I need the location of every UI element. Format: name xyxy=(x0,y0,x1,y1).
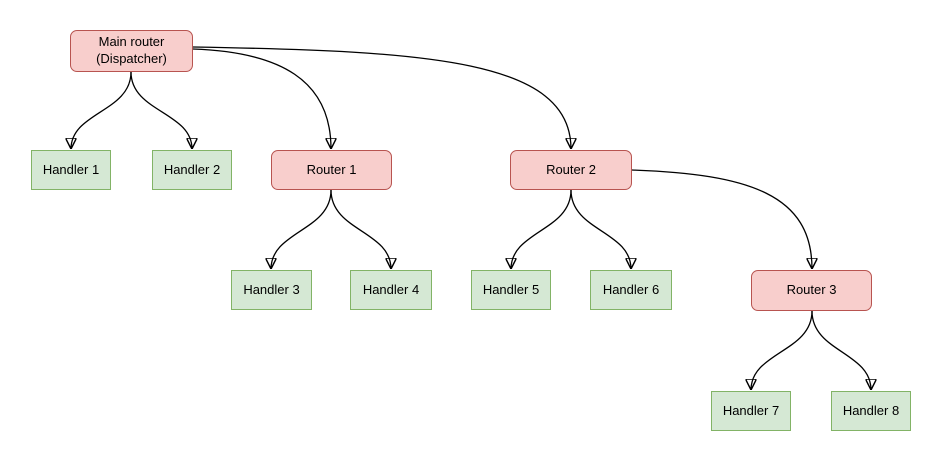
node-router-3: Router 3 xyxy=(751,270,872,311)
node-handler-3: Handler 3 xyxy=(231,270,312,310)
edge-router-2-to-handler-6 xyxy=(570,189,631,269)
node-router-3-label: Router 3 xyxy=(786,282,837,298)
node-handler-5: Handler 5 xyxy=(471,270,551,310)
edge-router-1-to-handler-4 xyxy=(330,189,391,269)
edge-main-router-to-router-1 xyxy=(192,48,331,149)
edge-main-router-to-handler-1 xyxy=(71,71,132,149)
node-router-1-label: Router 1 xyxy=(306,161,357,177)
node-handler-4: Handler 4 xyxy=(350,270,432,310)
edge-main-router-to-router-2 xyxy=(192,46,571,149)
node-main-router: Main router (Dispatcher) xyxy=(70,30,193,72)
edge-router-2-to-router-3 xyxy=(631,169,812,269)
node-router-2-label: Router 2 xyxy=(546,161,596,177)
node-handler-6: Handler 6 xyxy=(590,270,672,310)
node-router-1: Router 1 xyxy=(271,150,392,190)
node-handler-7-label: Handler 7 xyxy=(722,402,780,418)
node-handler-7: Handler 7 xyxy=(711,391,791,431)
node-handler-1: Handler 1 xyxy=(31,150,111,190)
node-router-2: Router 2 xyxy=(510,150,632,190)
node-handler-8-label: Handler 8 xyxy=(842,402,900,418)
edge-router-3-to-handler-7 xyxy=(751,310,813,390)
node-main-router-label: Main router (Dispatcher) xyxy=(96,34,167,66)
node-handler-2-label: Handler 2 xyxy=(163,161,221,177)
edge-router-1-to-handler-3 xyxy=(271,189,332,269)
node-handler-8: Handler 8 xyxy=(831,391,911,431)
edge-main-router-to-handler-2 xyxy=(130,71,192,149)
node-handler-3-label: Handler 3 xyxy=(243,281,300,297)
node-handler-4-label: Handler 4 xyxy=(362,281,420,297)
node-handler-2: Handler 2 xyxy=(152,150,232,190)
edge-router-2-to-handler-5 xyxy=(511,189,572,269)
node-handler-6-label: Handler 6 xyxy=(602,281,660,297)
node-handler-5-label: Handler 5 xyxy=(482,281,540,297)
node-handler-1-label: Handler 1 xyxy=(42,161,100,177)
edge-router-3-to-handler-8 xyxy=(811,310,871,390)
